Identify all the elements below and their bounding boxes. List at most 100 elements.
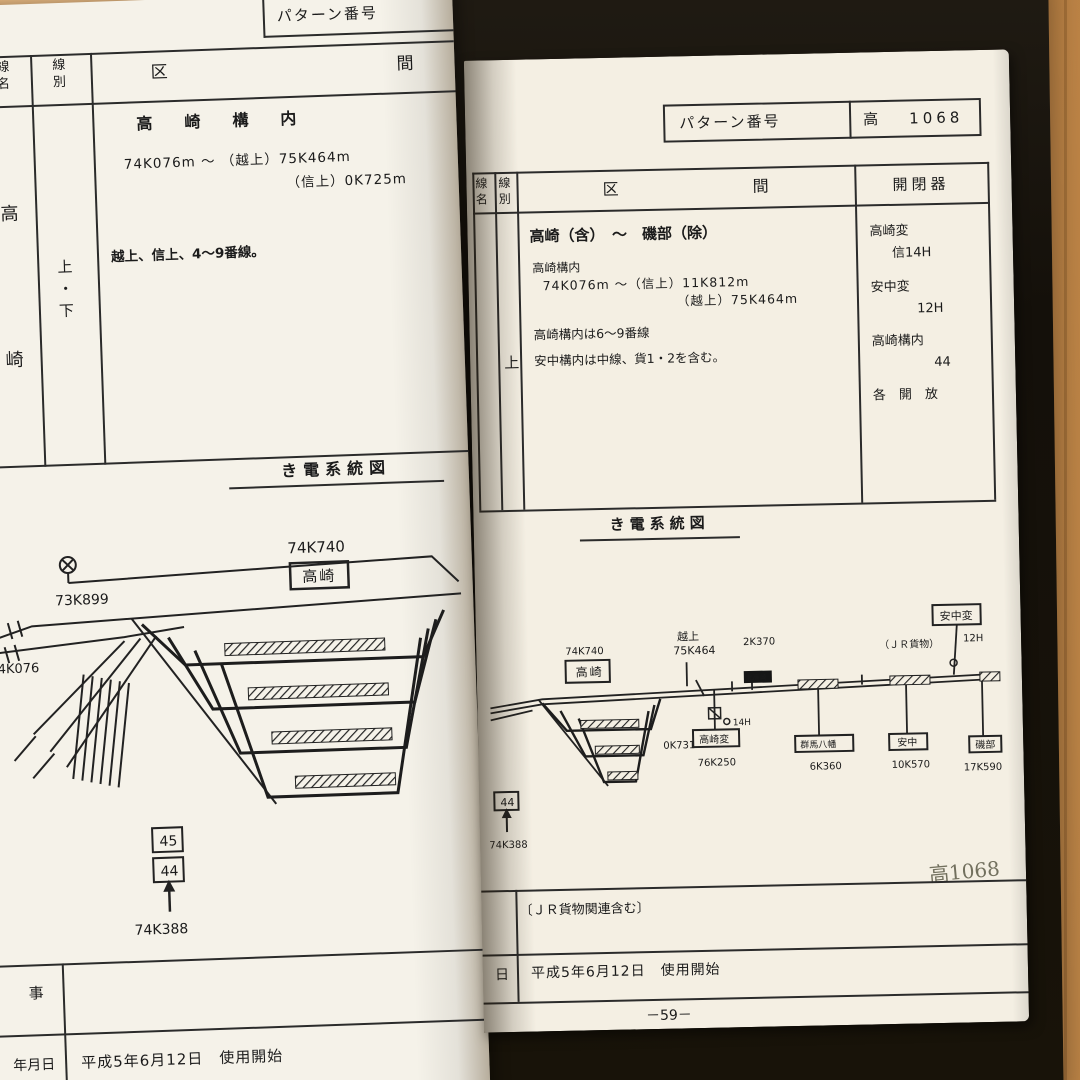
table-border — [854, 164, 864, 503]
takasaki-substation-icon — [707, 706, 722, 720]
annaka-substation-box — [931, 603, 982, 627]
range-line-2: （信上）0K725m — [286, 170, 408, 192]
switch-45-box — [151, 826, 184, 854]
switchgear-line: 44 — [934, 354, 952, 371]
switch-symbol-icon — [949, 658, 958, 667]
station-box — [564, 658, 611, 684]
switchgear-line: 各 開 放 — [872, 386, 939, 404]
yard-track-loops — [541, 698, 662, 784]
switchgear-line: 高崎変 — [869, 223, 909, 240]
table-border — [987, 161, 997, 500]
footer-date-value: 平成5年6月12日 使用開始 — [80, 1046, 284, 1072]
feeding-point-icon — [58, 556, 77, 575]
label-km-74k388: 74K388 — [489, 840, 528, 852]
label-annaka-km: 10K570 — [892, 759, 931, 771]
label-annaka: 安中 — [897, 735, 917, 748]
table-border — [0, 1018, 488, 1039]
platform-hatches — [580, 671, 1001, 781]
label-switch-44: 44 — [500, 796, 514, 809]
table-border — [479, 499, 997, 513]
isobe-box — [968, 734, 1003, 754]
table-border — [29, 54, 47, 467]
col-header-section-ku: 区 — [150, 62, 169, 83]
range-line-1: 74K076m ～ （越上）75K464m — [123, 148, 352, 173]
track-lines — [0, 555, 462, 805]
platform-hatches — [224, 637, 397, 789]
table-border — [494, 172, 504, 511]
footer-row-label: 事 — [28, 984, 45, 1003]
label-isobe: 磯部 — [975, 738, 995, 751]
label-koshikami-km: 75K464 — [673, 644, 715, 658]
col-header-section-kan: 間 — [752, 176, 769, 196]
section-note-2: 安中構内は中線、貨1・2を含む。 — [534, 349, 726, 369]
label-jr-freight: （ＪＲ貨物） — [879, 637, 939, 651]
label-km-73k899: 73K899 — [55, 592, 109, 610]
section-note: 越上、信上、4～9番線。 — [110, 243, 266, 266]
pattern-label: パターン番号 — [276, 3, 379, 26]
label-km-2k370: 2K370 — [743, 636, 775, 648]
col-header-line-name: 線 名 — [475, 176, 488, 207]
switchgear-line: 高崎構内 — [871, 333, 925, 350]
takasaki-substation-label-box — [691, 728, 741, 749]
table-border — [61, 963, 70, 1080]
footer-date-value: 平成5年6月12日 使用開始 — [530, 961, 721, 982]
label-km-74k076: 74K076 — [0, 661, 40, 678]
feeder-diagram-title: き電系統図 — [228, 455, 445, 490]
table-border — [472, 161, 990, 175]
switchgear-line: 安中変 — [870, 279, 910, 296]
left-page: パターン番号 線 名 線 別 区 間 高 崎 上 ・ 下 高 崎 構 内 74K… — [0, 0, 492, 1080]
switchgear-line: 12H — [917, 300, 944, 317]
col-header-line-name: 線 名 — [0, 59, 11, 93]
annaka-box — [888, 732, 929, 752]
col-header-line-type: 線 別 — [498, 175, 511, 206]
switchgear-line: 信14H — [891, 245, 932, 261]
label-km-74k740: 74K740 — [287, 537, 345, 557]
label-isobe-km: 17K590 — [964, 762, 1003, 774]
table-border — [0, 90, 456, 111]
table-border — [473, 201, 990, 215]
left-feeder-diagram: 74K740 高崎 73K899 74K076 45 44 74K388 — [0, 537, 462, 939]
line-type: 上 — [504, 353, 520, 373]
label-takasaki-substation-value: 14H — [733, 718, 751, 728]
arrow-up-icon — [501, 808, 512, 833]
label-station-takasaki: 高崎 — [302, 567, 337, 586]
page-number: －59－ — [645, 1007, 692, 1025]
line-name-char: 高 — [0, 203, 19, 226]
range-line-2: （越上）75K464m — [676, 290, 799, 309]
label-annaka-substation: 安中変 — [939, 608, 972, 623]
feeder-diagram-title: き電系統図 — [579, 513, 740, 541]
label-km-74k388: 74K388 — [134, 921, 188, 939]
col-header-line-type: 線 別 — [52, 57, 67, 91]
label-takasaki-substation: 高崎変 — [699, 732, 729, 746]
label-gumma-yawata: 群馬八幡 — [800, 738, 836, 751]
pattern-box-border — [262, 0, 266, 38]
section-title: 高崎（含） ～ 磯部（除） — [529, 223, 718, 246]
col-header-section-ku: 区 — [602, 179, 619, 199]
table-border — [472, 172, 482, 511]
label-takasaki-substation-km: 76K250 — [698, 757, 737, 769]
label-km-74k740: 74K740 — [565, 646, 604, 658]
footer-date-label: 日 — [494, 967, 510, 984]
pattern-value-number: 1068 — [908, 108, 964, 128]
table-border — [0, 40, 454, 61]
yard-label: 高崎構内 — [532, 260, 581, 276]
gumma-yawata-box — [794, 733, 855, 754]
station-box — [288, 559, 351, 591]
freight-note: 〔ＪＲ貨物関連含む〕 — [519, 901, 650, 919]
yard-track-loops — [140, 609, 445, 799]
label-km-0k731: 0K731 — [663, 740, 695, 752]
switch-symbol-icon — [723, 717, 731, 726]
pattern-value-prefix: 高 — [863, 110, 879, 129]
label-station-takasaki: 高崎 — [576, 664, 604, 680]
col-header-switchgear: 開閉器 — [892, 174, 950, 194]
line-type: 上 ・ 下 — [57, 257, 75, 320]
col-header-section-kan: 間 — [396, 53, 414, 75]
wood-plank-seam — [1064, 0, 1067, 1080]
pattern-box-border — [263, 29, 454, 38]
table-border — [483, 991, 1029, 1005]
arrow-up-icon — [163, 879, 176, 912]
label-switch-45: 45 — [159, 833, 177, 850]
table-border — [482, 943, 1028, 957]
station-title: 高 崎 構 内 — [136, 108, 305, 134]
